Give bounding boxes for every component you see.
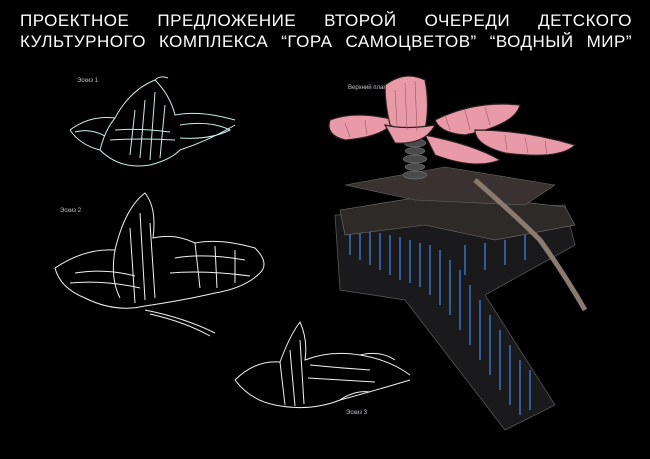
sketch-1-label: Эскиз 1 [77,78,99,84]
page-title-line-1: ПРОЕКТНОЕ ПРЕДЛОЖЕНИЕ ВТОРОЙ ОЧЕРЕДИ ДЕТ… [20,11,632,30]
render-exploded-view [328,75,588,431]
render-label: Верхний план [348,85,387,91]
sketch-1-drawing [69,76,236,167]
sketch-3-drawing [234,321,411,409]
page-title-line-2: КУЛЬТУРНОГО КОМПЛЕКСА “ГОРА САМОЦВЕТОВ” … [20,32,632,51]
sketch-2-drawing [54,192,265,337]
sketch-3-label: Эскиз 3 [346,410,368,416]
sketch-2-label: Эскиз 2 [60,208,82,214]
